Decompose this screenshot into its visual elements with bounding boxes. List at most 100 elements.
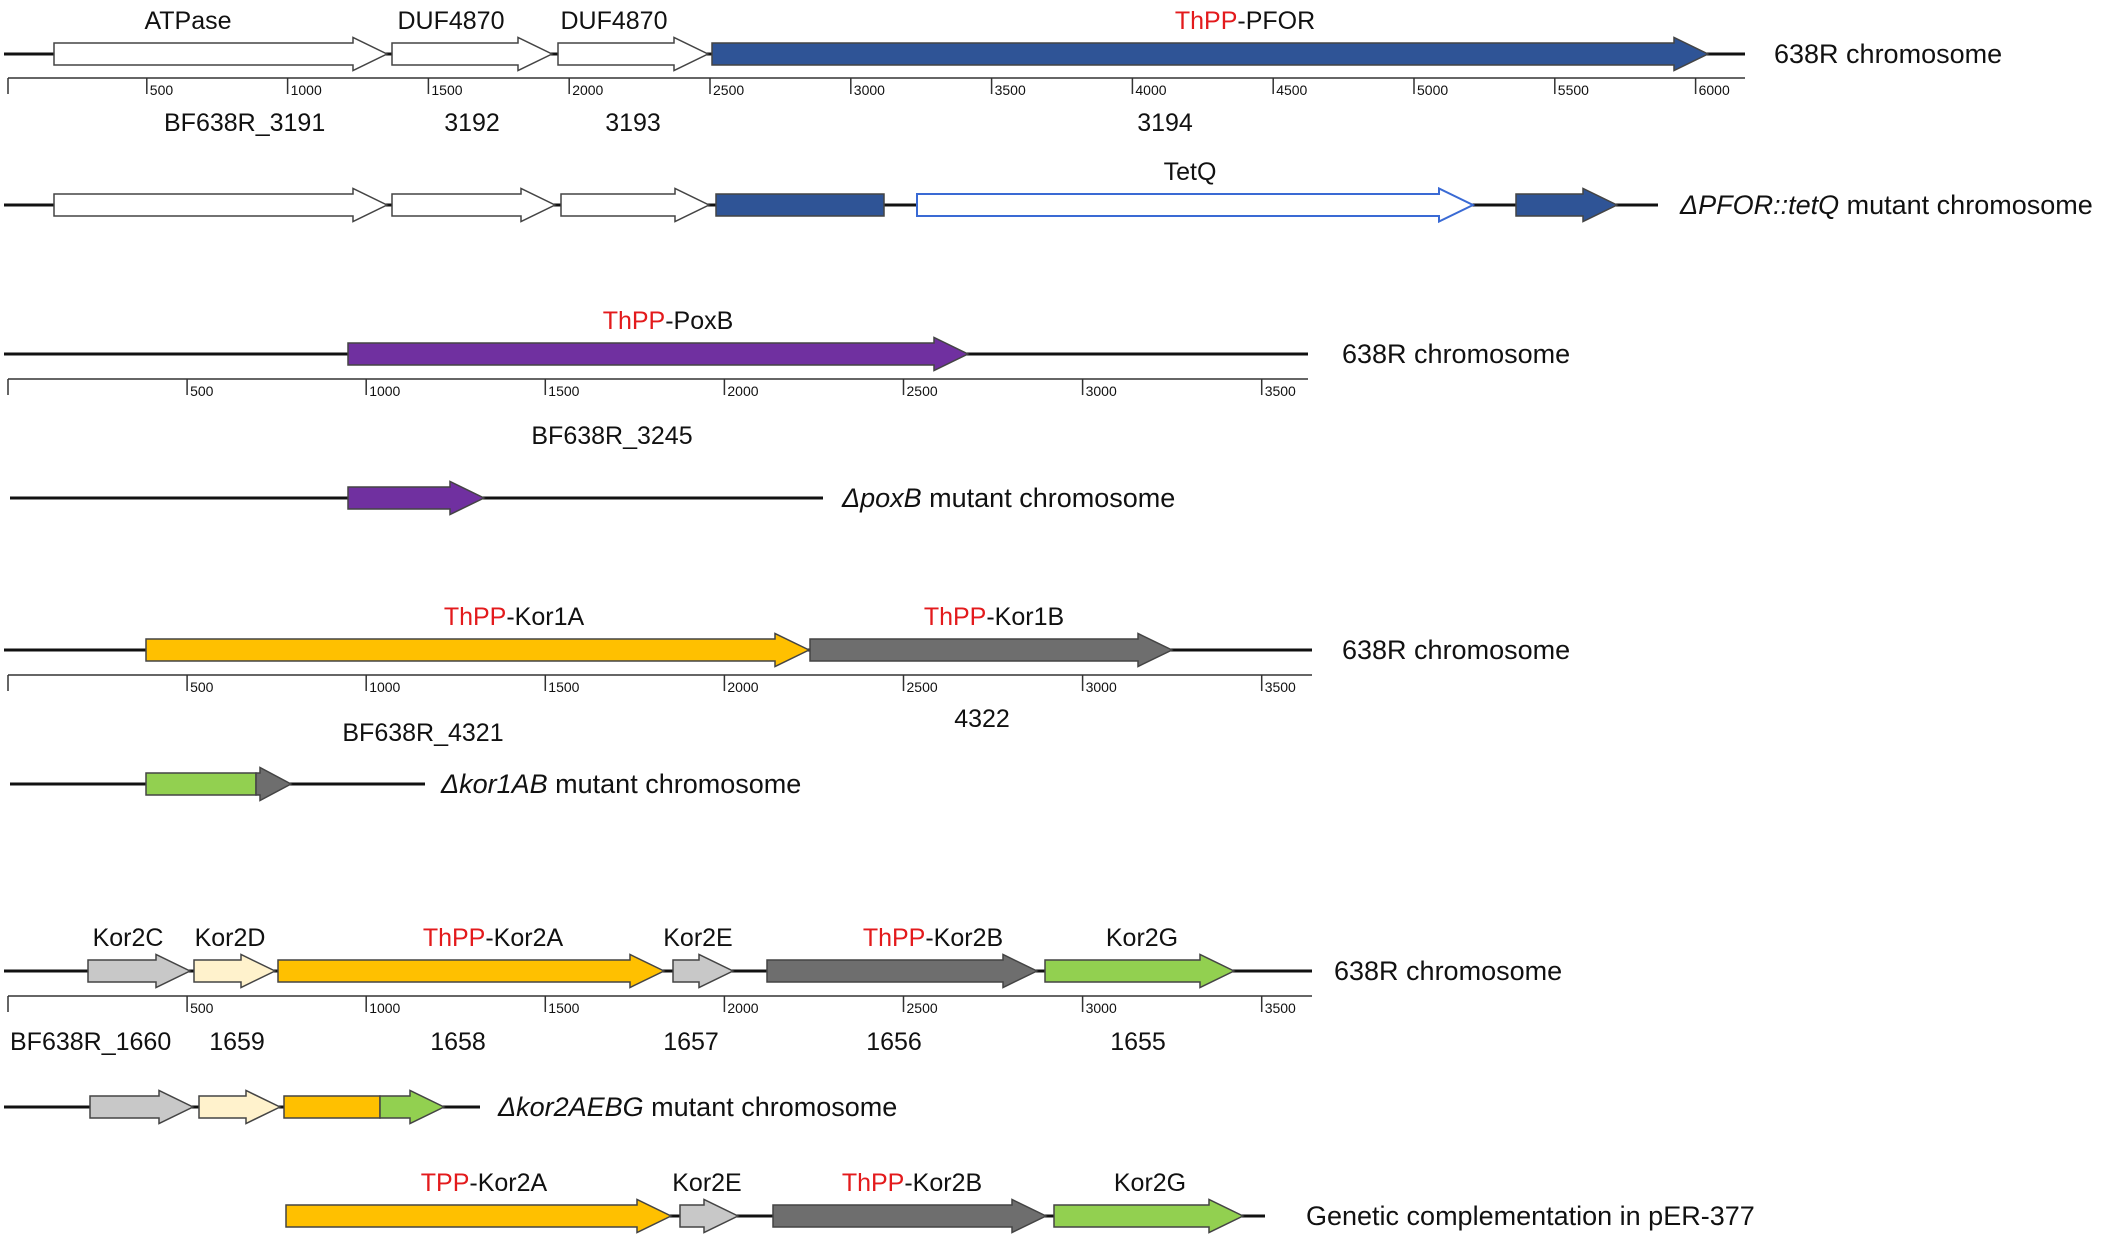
track-label-kor2-mut: Δkor2AEBG mutant chromosome xyxy=(497,1092,897,1122)
gene-prefix-poxb: ThPP xyxy=(603,307,666,335)
gene-arrow-poxb xyxy=(347,336,970,372)
track-label-pfor-wt: 638R chromosome xyxy=(1774,39,2002,69)
gene-label-kor1b: ThPP-Kor1B xyxy=(924,603,1064,631)
track-label-kor2-comp: Genetic complementation in pER-377 xyxy=(1306,1201,1755,1231)
gene-name-duf4870-a: DUF4870 xyxy=(398,7,505,35)
gene-label-kor1a: ThPP-Kor1A xyxy=(444,603,585,631)
gene-arrow-pfor-3p xyxy=(1515,187,1619,223)
ruler-tick-label: 500 xyxy=(190,383,214,399)
gene-label-poxb: ThPP-PoxB xyxy=(603,307,734,335)
gene-prefix-kor2b-c: ThPP xyxy=(842,1169,905,1197)
gene-label-kor2d: Kor2D xyxy=(195,924,266,952)
ruler-tick-label: 1000 xyxy=(369,679,400,695)
ruler-tick-label: 3500 xyxy=(1265,383,1296,399)
ruler-tick-label: 1500 xyxy=(431,82,462,98)
gene-name-duf4870-b: DUF4870 xyxy=(561,7,668,35)
gene-label-kor2a-c: TPP-Kor2A xyxy=(421,1169,548,1197)
gene-label-kor2g: Kor2G xyxy=(1106,924,1178,952)
gene-arrow-duf4870-b xyxy=(557,36,710,72)
gene-label-atpase: ATPase xyxy=(144,7,231,35)
gene-name-kor2b: -Kor2B xyxy=(925,924,1003,952)
gene-arrow-duf4870-a xyxy=(391,36,554,72)
locus-tag: 1659 xyxy=(209,1028,265,1056)
locus-tag: 3194 xyxy=(1137,109,1193,137)
gene-arrow-kor2d-m xyxy=(198,1089,282,1125)
ruler-tick-label: 1500 xyxy=(548,679,579,695)
locus-tag: BF638R_1660 xyxy=(10,1028,171,1056)
gene-label-duf4870-a: DUF4870 xyxy=(398,7,505,35)
ruler-tick-label: 1000 xyxy=(291,82,322,98)
gene-name-tetq: TetQ xyxy=(1164,158,1217,186)
track-label-italic: ΔpoxB xyxy=(841,483,922,513)
gene-arrow-kor2g xyxy=(1044,953,1236,989)
gene-arrow-poxb-m xyxy=(347,480,486,516)
gene-name-kor2b-c: -Kor2B xyxy=(904,1169,982,1197)
gene-prefix-pfor: ThPP xyxy=(1175,7,1238,35)
ruler-tick-label: 1000 xyxy=(369,1000,400,1016)
track-label-kor1-wt: 638R chromosome xyxy=(1342,635,1570,665)
gene-name-kor2g: Kor2G xyxy=(1106,924,1178,952)
gene-arrow-kor2g-c xyxy=(1053,1198,1245,1234)
gene-name-kor2a: -Kor2A xyxy=(485,924,563,952)
track-label-text: mutant chromosome xyxy=(922,483,1176,513)
gene-prefix-kor2a-c: TPP xyxy=(421,1169,470,1197)
gene-name-atpase: ATPase xyxy=(144,7,231,35)
gene-arrow-kor2e xyxy=(672,953,735,989)
track-label-kor2-wt: 638R chromosome xyxy=(1334,956,1562,986)
gene-prefix-kor1b: ThPP xyxy=(924,603,987,631)
gene-arrow-kor2a xyxy=(277,953,666,989)
ruler-tick-label: 2500 xyxy=(907,383,938,399)
locus-tag: 1656 xyxy=(866,1028,922,1056)
ruler-tick-label: 5500 xyxy=(1558,82,1589,98)
locus-tag: BF638R_3245 xyxy=(531,422,692,450)
track-label-poxb-wt: 638R chromosome xyxy=(1342,339,1570,369)
gene-arrow-kor2b-c xyxy=(772,1198,1048,1234)
gene-arrow-kor1a xyxy=(145,632,811,668)
gene-arrow-atpase-m xyxy=(53,187,389,223)
ruler-tick-label: 1000 xyxy=(369,383,400,399)
gene-arrow-tetq xyxy=(916,186,1476,224)
locus-tag: 3192 xyxy=(444,109,500,137)
gene-prefix-kor2b: ThPP xyxy=(863,924,926,952)
gene-name-kor2e: Kor2E xyxy=(663,924,732,952)
ruler-tick-label: 5000 xyxy=(1417,82,1448,98)
gene-arrow-kor2e-c xyxy=(679,1198,740,1234)
gene-arrow-kor2a-m xyxy=(283,1095,381,1119)
gene-name-kor2e-c: Kor2E xyxy=(672,1169,741,1197)
ruler-tick-label: 1500 xyxy=(548,383,579,399)
locus-tag: BF638R_3191 xyxy=(164,109,325,137)
ruler-tick-label: 2000 xyxy=(727,383,758,399)
gene-label-kor2e: Kor2E xyxy=(663,924,732,952)
gene-prefix-kor1a: ThPP xyxy=(444,603,507,631)
gene-label-kor2c: Kor2C xyxy=(93,924,164,952)
track-label-italic: Δkor1AB xyxy=(440,769,548,799)
gene-arrow-kor1-m-gray xyxy=(255,766,293,802)
locus-tag: 1655 xyxy=(1110,1028,1166,1056)
locus-tag: 3193 xyxy=(605,109,661,137)
ruler-tick-label: 2000 xyxy=(727,679,758,695)
locus-tag: BF638R_4321 xyxy=(342,719,503,747)
ruler-tick-label: 4000 xyxy=(1135,82,1166,98)
ruler-tick-label: 3000 xyxy=(1086,1000,1117,1016)
ruler-tick-label: 2500 xyxy=(907,679,938,695)
ruler-tick-label: 3500 xyxy=(1265,1000,1296,1016)
ruler-tick-label: 4500 xyxy=(1276,82,1307,98)
gene-name-kor2d: Kor2D xyxy=(195,924,266,952)
ruler-tick-label: 500 xyxy=(150,82,174,98)
locus-tag: 1658 xyxy=(430,1028,486,1056)
ruler-tick-label: 3000 xyxy=(1086,679,1117,695)
gene-arrow-kor2d xyxy=(193,953,277,989)
locus-tag: 4322 xyxy=(954,705,1010,733)
ruler-tick-label: 3500 xyxy=(1265,679,1296,695)
gene-label-kor2e-c: Kor2E xyxy=(672,1169,741,1197)
ruler-tick-label: 3000 xyxy=(1086,383,1117,399)
gene-name-kor2a-c: -Kor2A xyxy=(469,1169,547,1197)
track-label-text: 638R chromosome xyxy=(1334,956,1562,986)
ruler-tick-label: 500 xyxy=(190,1000,214,1016)
gene-arrow-kor1b xyxy=(809,632,1174,668)
gene-arrow-kor2b xyxy=(766,953,1039,989)
gene-arrow-kor1-m-green xyxy=(145,772,257,796)
gene-name-kor2c: Kor2C xyxy=(93,924,164,952)
track-label-text: mutant chromosome xyxy=(548,769,802,799)
